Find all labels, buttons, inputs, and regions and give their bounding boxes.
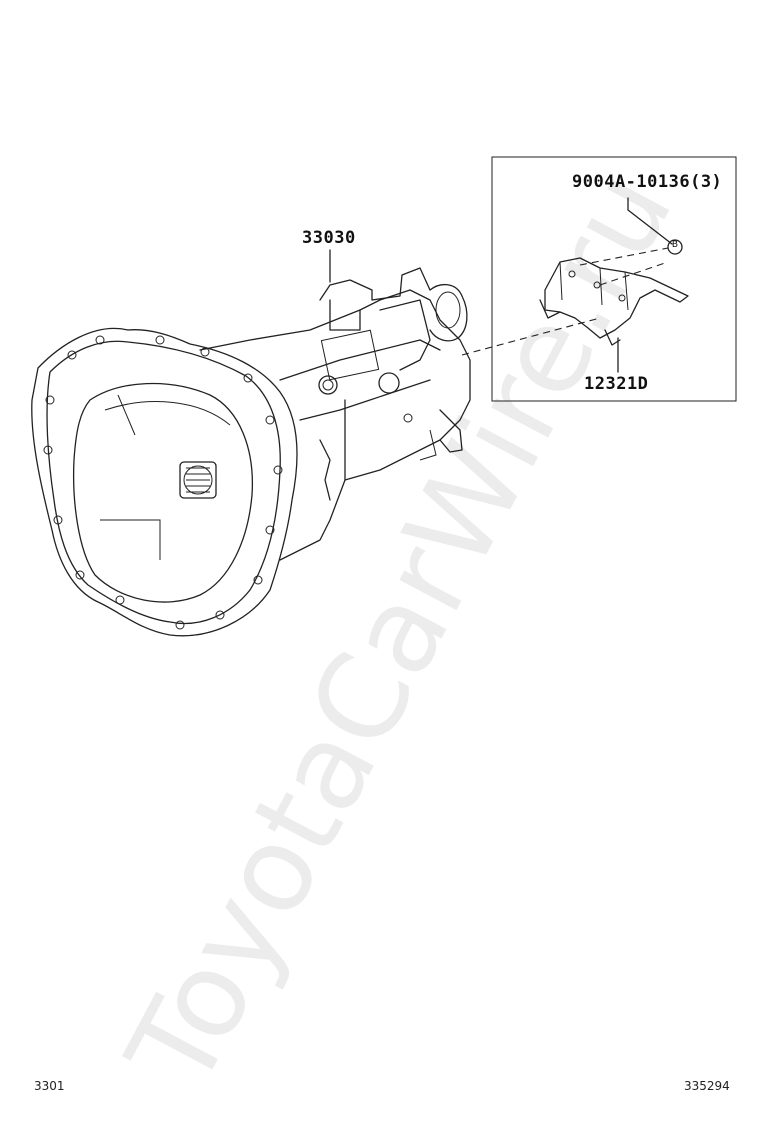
part-label-33030[interactable]: 33030 — [302, 228, 356, 248]
bolt-line-1 — [579, 247, 669, 266]
footer-left-code: 3301 — [34, 1079, 65, 1093]
part-label-12321D[interactable]: 12321D — [584, 374, 649, 394]
parts-diagram — [31, 156, 737, 637]
leader-bolt — [627, 197, 673, 245]
install-line — [461, 317, 601, 356]
footer-right-code: 335294 — [684, 1079, 730, 1093]
plate-drawing — [539, 257, 689, 346]
part-label-bolt[interactable]: 9004A-10136(3) — [572, 172, 723, 192]
inset-frame — [491, 156, 737, 402]
ref-b-label: B — [671, 240, 679, 250]
transmission-drawing — [31, 267, 471, 637]
ref-b-circle — [667, 239, 683, 255]
